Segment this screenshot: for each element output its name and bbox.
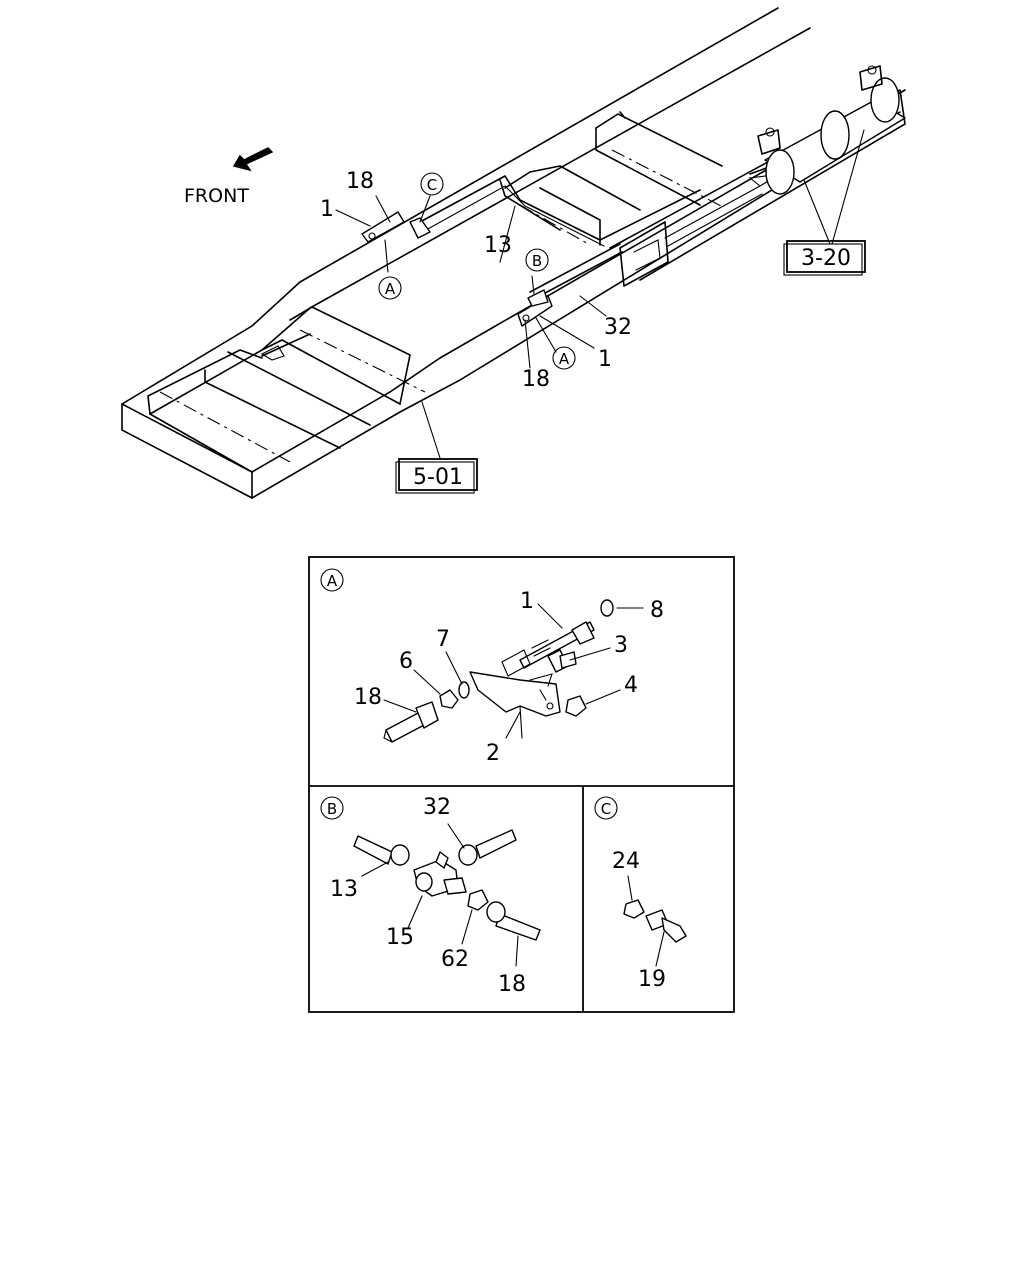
detail-b-callout-18: 18 [498, 972, 526, 997]
detail-c: C 24 19 [594, 796, 687, 992]
callout-1-top: 1 [320, 197, 334, 222]
detail-b-callout-62: 62 [441, 947, 469, 972]
detail-b-tag: B [327, 800, 337, 818]
detail-a-callout-2: 2 [486, 741, 500, 766]
callout-18-top-right: 18 [522, 367, 550, 392]
detail-a-callout-8: 8 [650, 598, 664, 623]
detail-panels [308, 556, 735, 1013]
callout-a-top-left: A [385, 280, 396, 298]
ref-box-5-01: 5-01 [395, 458, 478, 494]
detail-a-callout-7: 7 [436, 627, 450, 652]
detail-c-tag: C [601, 800, 611, 818]
brake-line-right [529, 165, 781, 301]
callout-18-top: 18 [346, 169, 374, 194]
callout-b-top: B [532, 252, 542, 270]
ref-box-3-20: 3-20 [783, 240, 866, 276]
front-arrow-icon [232, 147, 274, 172]
callout-c-top: C [427, 176, 437, 194]
chassis-frame [121, 7, 906, 499]
detail-c-callout-24: 24 [612, 849, 640, 874]
callout-1-top-right: 1 [598, 347, 612, 372]
detail-a-callout-1: 1 [520, 589, 534, 614]
detail-c-callout-19: 19 [638, 967, 666, 992]
axle-assembly [757, 65, 906, 195]
detail-a-tag: A [327, 572, 338, 590]
detail-a-callout-4: 4 [624, 673, 638, 698]
front-label: FRONT [184, 185, 249, 207]
callout-13-top: 13 [484, 233, 512, 258]
callout-32-top: 32 [604, 315, 632, 340]
detail-a: A 1 8 7 3 6 [320, 568, 664, 766]
detail-b-callout-15: 15 [386, 925, 414, 950]
detail-b-callout-32: 32 [423, 795, 451, 820]
detail-a-callout-6: 6 [399, 649, 413, 674]
svg-text:3-20: 3-20 [801, 246, 851, 271]
svg-text:5-01: 5-01 [413, 465, 463, 490]
detail-a-callout-3: 3 [614, 633, 628, 658]
callout-a-top-right: A [559, 350, 570, 368]
detail-a-callout-18: 18 [354, 685, 382, 710]
top-callouts: 18 1 C 13 B A 32 A 1 18 [320, 129, 865, 459]
detail-b: B 32 13 15 62 18 [320, 795, 541, 997]
detail-b-callout-13: 13 [330, 877, 358, 902]
